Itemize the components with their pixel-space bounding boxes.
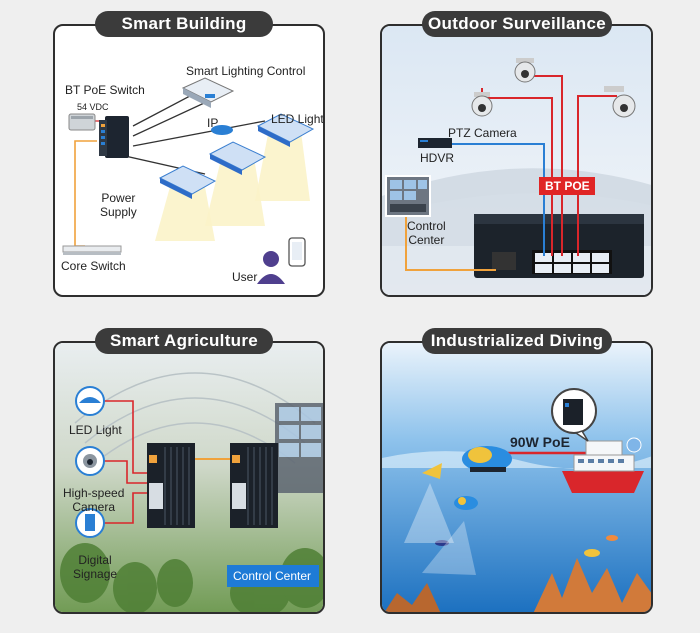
- light-beam: [205, 151, 265, 226]
- led-light-device: [75, 386, 105, 416]
- smart-building-title: Smart Building: [95, 11, 273, 37]
- digital-signage-label: Digital Signage: [73, 553, 118, 581]
- smart-agriculture-diagram: [55, 343, 323, 612]
- led-panel: [158, 165, 217, 199]
- phone-icon: [288, 237, 306, 267]
- industrialized-diving-title: Industrialized Diving: [422, 328, 612, 354]
- power-supply-label: Power Supply: [100, 191, 137, 219]
- smart-agriculture-title: Smart Agriculture: [95, 328, 273, 354]
- ip-label: IP: [207, 116, 219, 130]
- smart-building-panel: BT PoE Switch 54 VDC Smart Lighting Cont…: [53, 24, 325, 297]
- agri-switch-left: [147, 443, 195, 528]
- bt-poe-switch: [99, 116, 129, 158]
- power-supply: [68, 113, 96, 131]
- outdoor-surveillance-diagram: [382, 26, 651, 295]
- bt-poe-badge: BT POE: [545, 179, 590, 193]
- led-light-label: LED Light: [69, 423, 122, 437]
- bt-poe-switch-label: BT PoE Switch: [65, 83, 145, 97]
- underwater-robot: [462, 446, 512, 472]
- hdvr-label: HDVR: [420, 151, 455, 165]
- ptz-camera-left: [471, 92, 493, 117]
- ptz-camera-label: PTZ Camera: [448, 126, 517, 140]
- smart-lighting-controller: [181, 77, 235, 108]
- digital-signage-device: [75, 508, 105, 538]
- bt-poe-badge-bg: [539, 177, 595, 195]
- outdoor-surveillance-panel: PTZ Camera HDVR BT POE Control Center: [380, 24, 653, 297]
- fish: [435, 540, 449, 546]
- fish: [584, 549, 600, 557]
- ptz-camera-right: [604, 86, 636, 118]
- industrialized-diving-diagram: [382, 343, 651, 612]
- ip-light-icon: [211, 125, 233, 135]
- user-icon: [257, 251, 285, 284]
- core-switch-label: Core Switch: [61, 259, 126, 273]
- switch-callout: [551, 388, 597, 442]
- led-light-label: LED Light: [271, 112, 324, 126]
- light-beam: [155, 176, 215, 241]
- fish: [606, 535, 618, 541]
- poe-label: 90W PoE: [510, 434, 570, 450]
- smart-building-diagram: [62, 77, 315, 284]
- outdoor-surveillance-title: Outdoor Surveillance: [422, 11, 612, 37]
- light-beam: [255, 124, 310, 201]
- core-switch: [62, 245, 122, 255]
- agri-switch-right: [230, 443, 278, 528]
- coral-reef: [533, 558, 651, 612]
- led-panel: [256, 113, 315, 147]
- smart-lighting-control-label: Smart Lighting Control: [186, 64, 306, 78]
- industrialized-diving-panel: 90W PoE: [380, 341, 653, 614]
- smart-agriculture-panel: LED Light High-speed Camera Digital Sign…: [53, 341, 325, 614]
- user-label: User: [232, 270, 258, 284]
- ship: [562, 437, 644, 493]
- control-center-photo: [385, 175, 431, 217]
- drone-light-icon: [422, 463, 442, 479]
- high-speed-camera-device: [75, 446, 105, 476]
- control-center-badge: Control Center: [233, 569, 312, 583]
- outdoor-poe-switch: [474, 214, 644, 278]
- led-panel: [208, 141, 267, 175]
- control-center-badge-bg: [227, 565, 319, 587]
- monitor-wall: [275, 403, 323, 493]
- control-center-label: Control Center: [407, 219, 446, 247]
- ptz-camera-top: [514, 58, 536, 83]
- small-robot: [454, 496, 478, 510]
- vdc-label: 54 VDC: [77, 102, 109, 112]
- hdvr-device: [418, 138, 452, 148]
- high-speed-camera-label: High-speed Camera: [63, 486, 125, 514]
